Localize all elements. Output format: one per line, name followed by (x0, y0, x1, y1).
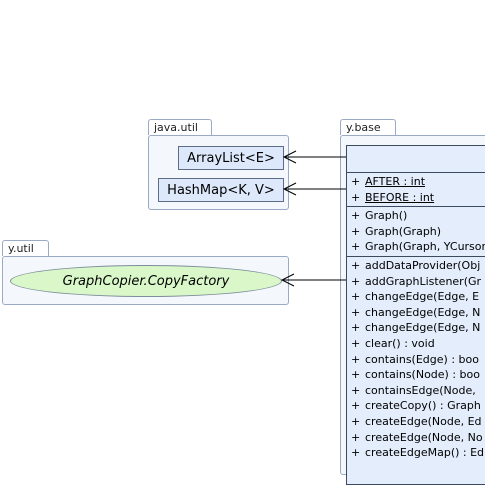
constructor-row: + Graph(Graph) (347, 224, 485, 240)
visibility-marker: + (351, 368, 361, 382)
method-label: changeEdge(Edge, N (365, 321, 481, 335)
visibility-marker: + (351, 224, 361, 238)
visibility-marker: + (351, 274, 361, 288)
visibility-marker: + (351, 383, 361, 397)
package-y-util: GraphCopier.CopyFactory (2, 256, 289, 305)
method-row: + createEdgeMap() : Ed (347, 445, 485, 461)
arrowhead-arraylist (282, 150, 297, 164)
constructor-label: Graph(Graph, YCursor (365, 240, 485, 254)
package-tab-java-util: java.util (148, 119, 212, 135)
method-row: + containsEdge(Node, (347, 383, 485, 399)
method-row: + changeEdge(Edge, N (347, 320, 485, 336)
arrowhead-copyfactory (280, 273, 295, 287)
field-row: + AFTER : int (347, 174, 485, 190)
package-java-util: ArrayList<E> HashMap<K, V> (148, 135, 289, 210)
class-graph-constructors: + Graph() + Graph(Graph) + Graph(Graph, YCu… (347, 207, 485, 257)
method-label: contains(Node) : boo (365, 368, 480, 382)
visibility-marker: + (351, 305, 361, 319)
class-graph-fields: + AFTER : int + BEFORE : int (347, 173, 485, 208)
constructor-row: + Graph() (347, 208, 485, 224)
method-row: + contains(Node) : boo (347, 367, 485, 383)
package-tab-y-util: y.util (2, 240, 49, 256)
method-label: addDataProvider(Obj (365, 258, 481, 272)
constructor-row: + Graph(Graph, YCursor (347, 239, 485, 255)
method-row: + addDataProvider(Obj (347, 258, 485, 274)
visibility-marker: + (351, 190, 361, 204)
visibility-marker: + (351, 446, 361, 460)
visibility-marker: + (351, 336, 361, 350)
constructor-label: Graph() (365, 209, 408, 223)
visibility-marker: + (351, 399, 361, 413)
method-row: + createEdge(Node, No (347, 430, 485, 446)
class-hashmap[interactable]: HashMap<K, V> (158, 178, 284, 202)
method-label: containsEdge(Node, (365, 383, 476, 397)
method-row: + contains(Edge) : boo (347, 352, 485, 368)
method-row: + createCopy() : Graph (347, 398, 485, 414)
package-tab-y-base: y.base (340, 119, 396, 135)
visibility-marker: + (351, 430, 361, 444)
method-row: + addGraphListener(Gr (347, 274, 485, 290)
class-graph-methods: + addDataProvider(Obj + addGraphListener(G… (347, 257, 485, 462)
method-label: changeEdge(Edge, E (365, 290, 480, 304)
visibility-marker: + (351, 258, 361, 272)
class-graph-header (347, 146, 485, 173)
method-row: + changeEdge(Edge, N (347, 305, 485, 321)
method-label: contains(Edge) : boo (365, 352, 479, 366)
class-graph[interactable]: + AFTER : int + BEFORE : int + Graph() + Gra… (346, 145, 485, 485)
visibility-marker: + (351, 290, 361, 304)
field-label: AFTER : int (365, 175, 426, 188)
method-label: createCopy() : Graph (365, 399, 481, 413)
visibility-marker: + (351, 352, 361, 366)
field-label: BEFORE : int (365, 190, 435, 204)
method-label: changeEdge(Edge, N (365, 305, 481, 319)
arrowhead-hashmap (282, 182, 297, 196)
method-row: + clear() : void (347, 336, 485, 352)
visibility-marker: + (351, 175, 361, 188)
visibility-marker: + (351, 240, 361, 254)
constructor-label: Graph(Graph) (365, 224, 442, 238)
method-label: clear() : void (365, 336, 435, 350)
visibility-marker: + (351, 414, 361, 428)
method-row: + changeEdge(Edge, E (347, 289, 485, 305)
interface-graphcopier-copyfactory[interactable]: GraphCopier.CopyFactory (10, 265, 282, 297)
method-row: + createEdge(Node, Ed (347, 414, 485, 430)
visibility-marker: + (351, 209, 361, 223)
connector-layer (280, 150, 346, 287)
field-row: + BEFORE : int (347, 190, 485, 206)
visibility-marker: + (351, 321, 361, 335)
method-label: createEdge(Node, Ed (365, 414, 482, 428)
method-label: addGraphListener(Gr (365, 274, 482, 288)
method-label: createEdgeMap() : Ed (365, 446, 485, 460)
method-label: createEdge(Node, No (365, 430, 483, 444)
class-arraylist[interactable]: ArrayList<E> (178, 146, 284, 170)
